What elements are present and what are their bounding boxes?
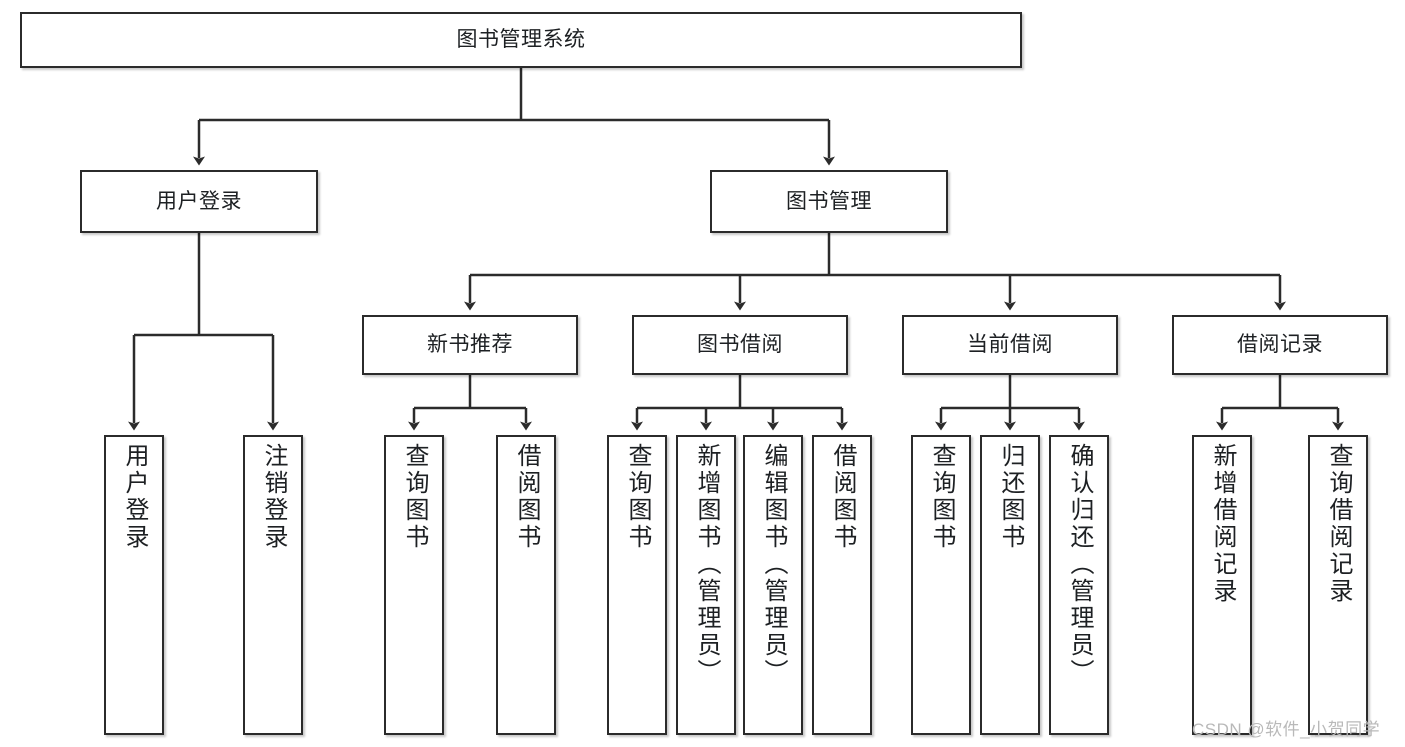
leaf-user-login[interactable]: 用户登录 xyxy=(104,435,164,735)
leaf-borrow-book-2[interactable]: 借阅图书 xyxy=(812,435,872,735)
node-book-borrow-label: 图书借阅 xyxy=(697,333,783,357)
leaf-edit-book[interactable]: 编辑图书（管理员） xyxy=(743,435,803,735)
node-book-manage[interactable]: 图书管理 xyxy=(710,170,948,233)
node-borrow-record[interactable]: 借阅记录 xyxy=(1172,315,1388,375)
leaf-return-book-label: 归还图书 xyxy=(997,443,1024,551)
node-borrow-record-label: 借阅记录 xyxy=(1237,333,1323,357)
node-root[interactable]: 图书管理系统 xyxy=(20,12,1022,68)
leaf-query-book-1-label: 查询图书 xyxy=(401,443,428,551)
leaf-add-book[interactable]: 新增图书（管理员） xyxy=(676,435,736,735)
node-new-book-recommend[interactable]: 新书推荐 xyxy=(362,315,578,375)
node-current-borrow[interactable]: 当前借阅 xyxy=(902,315,1118,375)
node-root-label: 图书管理系统 xyxy=(456,28,586,52)
csdn-watermark: CSDN @软件_小贺同学 xyxy=(1192,720,1381,739)
leaf-return-book[interactable]: 归还图书 xyxy=(980,435,1040,735)
leaf-query-book-3[interactable]: 查询图书 xyxy=(911,435,971,735)
leaf-query-book-2-label: 查询图书 xyxy=(624,443,651,551)
node-user-login-label: 用户登录 xyxy=(156,189,242,213)
leaf-confirm-return[interactable]: 确认归还（管理员） xyxy=(1049,435,1109,735)
leaf-query-record-label: 查询借阅记录 xyxy=(1325,443,1352,605)
leaf-query-book-2[interactable]: 查询图书 xyxy=(607,435,667,735)
leaf-confirm-return-label: 确认归还（管理员） xyxy=(1066,443,1093,686)
node-book-manage-label: 图书管理 xyxy=(786,189,872,213)
leaf-add-record[interactable]: 新增借阅记录 xyxy=(1192,435,1252,735)
leaf-edit-book-label: 编辑图书（管理员） xyxy=(760,443,787,686)
leaf-user-login-label: 用户登录 xyxy=(121,443,148,551)
leaf-borrow-book-1[interactable]: 借阅图书 xyxy=(496,435,556,735)
leaf-query-book-3-label: 查询图书 xyxy=(928,443,955,551)
leaf-logout-login-label: 注销登录 xyxy=(260,443,287,551)
node-book-borrow[interactable]: 图书借阅 xyxy=(632,315,848,375)
leaf-borrow-book-1-label: 借阅图书 xyxy=(513,443,540,551)
node-new-book-recommend-label: 新书推荐 xyxy=(427,333,513,357)
leaf-query-book-1[interactable]: 查询图书 xyxy=(384,435,444,735)
leaf-add-book-label: 新增图书（管理员） xyxy=(693,443,720,686)
leaf-borrow-book-2-label: 借阅图书 xyxy=(829,443,856,551)
node-current-borrow-label: 当前借阅 xyxy=(967,333,1053,357)
leaf-logout-login[interactable]: 注销登录 xyxy=(243,435,303,735)
leaf-query-record[interactable]: 查询借阅记录 xyxy=(1308,435,1368,735)
leaf-add-record-label: 新增借阅记录 xyxy=(1209,443,1236,605)
node-user-login[interactable]: 用户登录 xyxy=(80,170,318,233)
